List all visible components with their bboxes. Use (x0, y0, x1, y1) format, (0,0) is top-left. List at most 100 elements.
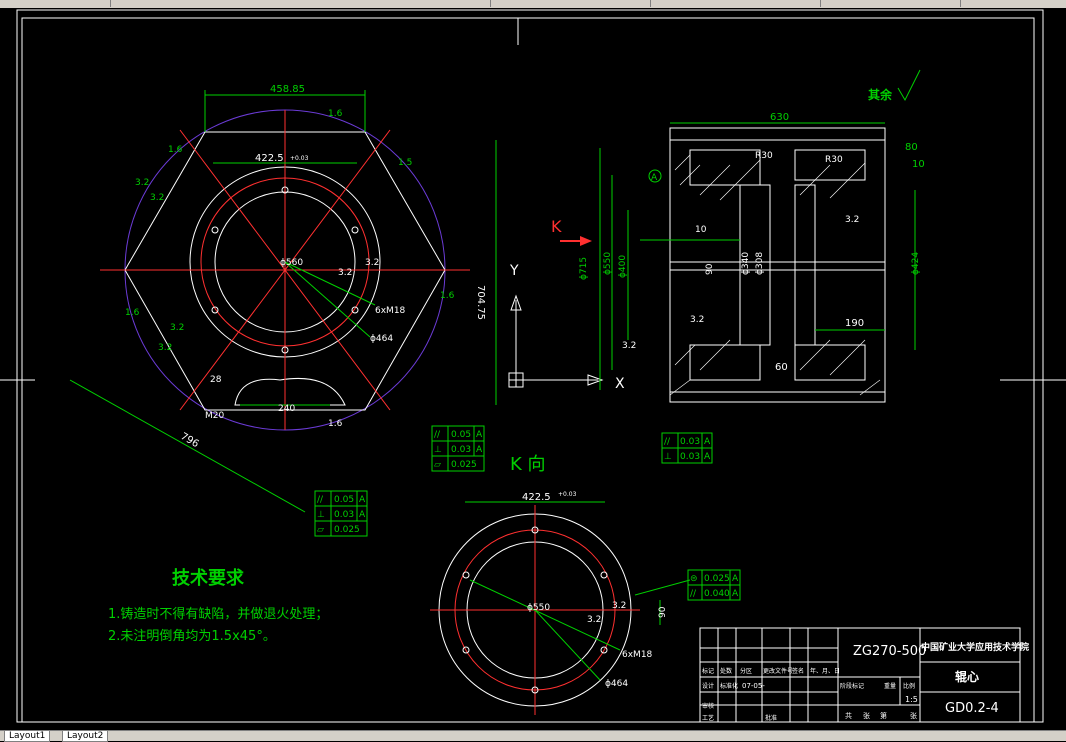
hole (281, 346, 289, 354)
dim-text: 3.2 (338, 268, 352, 278)
tol-ref: A (704, 437, 711, 447)
tol-sym: // (434, 430, 441, 440)
hole (211, 226, 219, 234)
dim-text: 1.6 (125, 308, 140, 318)
dim-text: 458.85 (270, 84, 305, 95)
tb-label: 审核 (702, 702, 714, 710)
dim-text: ϕ464 (370, 334, 393, 344)
dim-text: 3.2 (135, 178, 149, 188)
tb-label: 比例 (903, 682, 915, 690)
scale-text: 1:5 (905, 695, 918, 704)
tol-ref: A (732, 574, 739, 584)
dim-line (69, 379, 306, 513)
drawing-number: GD0.2-4 (945, 701, 999, 716)
tolerance-frame-b: // 0.05 A ⊥ 0.03 A ▱ 0.025 (314, 490, 368, 537)
k-view: K 向 422.5 +0.03 ϕ550 3.2 3.2 90 6xM18 ϕ4… (430, 454, 691, 715)
dim-text: 3.2 (170, 323, 184, 333)
dim-text: ϕ340 (741, 252, 751, 275)
dim-text: 90 (705, 263, 715, 275)
toolbar-segment[interactable] (820, 0, 961, 7)
k-label: K (551, 217, 562, 236)
tab-layout1[interactable]: Layout1 (4, 731, 51, 742)
tol-val: 0.025 (704, 574, 730, 584)
title-block: ZG270-500 中国矿业大学应用技术学院 辊心 GD0.2-4 1:5 07… (699, 627, 1029, 723)
dim-text: ϕ400 (618, 255, 628, 278)
tol-sym: // (664, 437, 671, 447)
bottom-boss (234, 377, 346, 406)
dim-text: ϕ550 (527, 603, 550, 613)
tol-ref: A (704, 452, 711, 462)
tb-label: 共 (845, 711, 852, 720)
dim-text: 3.2 (690, 315, 704, 325)
tol-val: 0.03 (680, 437, 700, 447)
dim-text: 3.2 (150, 193, 164, 203)
dim-text: 3.2 (845, 215, 859, 225)
dim-text: 3.2 (158, 343, 172, 353)
dim-text: R30 (755, 151, 773, 161)
tol-val: 0.040 (704, 589, 730, 599)
tb-label: 标准化 (720, 682, 738, 690)
tb-label: 第 (880, 711, 887, 720)
tolerance-frame-a: // 0.05 A ⊥ 0.03 A ▱ 0.025 (431, 425, 485, 472)
tol-val: 0.03 (334, 510, 354, 520)
dim-text: 3.2 (587, 615, 601, 625)
toolbar-segment[interactable] (490, 0, 651, 7)
hole (351, 226, 359, 234)
dim-text: 1.6 (328, 109, 343, 119)
dim-text: 6xM18 (622, 650, 653, 660)
dim-text: 1.6 (168, 145, 183, 155)
dim-text: ϕ308 (755, 252, 765, 275)
tb-label: 年、月、日 (810, 667, 840, 675)
tol-sym: ⊥ (664, 452, 672, 462)
dim-text: 80 (905, 142, 918, 153)
tb-label: 标记 (702, 667, 714, 675)
dim-text: +0.03 (558, 491, 577, 498)
ucs-x-label: X (615, 376, 625, 392)
dim-text: 422.5 (522, 492, 551, 503)
tol-sym: ▱ (434, 460, 441, 470)
side-view: 其余 630 80 10 R30 R30 (579, 69, 925, 403)
toolbar-segment[interactable] (650, 0, 821, 7)
tol-ref: A (359, 495, 366, 505)
tol-sym: ▱ (317, 525, 324, 535)
dim-text: 1.6 (328, 419, 343, 429)
tolerance-frame-c: // 0.03 A ⊥ 0.03 A (661, 432, 713, 464)
toolbar-segment[interactable] (110, 0, 491, 7)
technical-requirements: 技术要求 1.铸造时不得有缺陷，并做退火处理； 2.未注明倒角均为1.5x45°… (108, 567, 328, 644)
dim-text: 28 (210, 375, 222, 385)
tol-val: 0.03 (451, 445, 471, 455)
tolerance-frame-d: ⊜ 0.025 A // 0.040 A (687, 569, 741, 601)
center-line-d2 (179, 129, 391, 411)
ucs-y-label: Y (509, 263, 519, 279)
dim-text: 422.5 (255, 153, 284, 164)
hole (211, 306, 219, 314)
tol-val: 0.03 (680, 452, 700, 462)
dim-text: ϕ424 (911, 252, 921, 275)
hole (281, 186, 289, 194)
tb-label: 分区 (740, 667, 752, 675)
tech-req-title: 技术要求 (172, 567, 245, 589)
tb-label: 处数 (720, 667, 732, 675)
tol-ref: A (732, 589, 739, 599)
tb-label: 工艺 (702, 714, 714, 722)
tol-sym: ⊥ (434, 445, 442, 455)
cad-drawing[interactable]: 458.85 1.6 1.6 3.2 3.2 422.5 +0.03 ϕ560 … (0, 8, 1066, 730)
datum-a: A (651, 173, 658, 183)
k-view-title: K 向 (510, 454, 546, 475)
part-name: 辊心 (955, 669, 979, 684)
surface-note: 其余 (868, 87, 893, 102)
dim-text: 3.2 (612, 601, 626, 611)
leader (284, 261, 371, 338)
drawing-canvas[interactable]: 458.85 1.6 1.6 3.2 3.2 422.5 +0.03 ϕ560 … (0, 8, 1066, 730)
school-name: 中国矿业大学应用技术学院 (921, 641, 1029, 653)
tol-ref: A (359, 510, 366, 520)
tb-label: 阶段标记 (840, 682, 864, 690)
layout-tab-bar: Layout1 Layout2 (0, 730, 1066, 742)
tb-label: 批准 (765, 714, 777, 722)
tab-layout2[interactable]: Layout2 (62, 731, 109, 742)
leader (284, 261, 376, 306)
toolbar-segment[interactable] (0, 0, 111, 7)
dim-text: R30 (825, 155, 843, 165)
tol-val: 0.05 (334, 495, 354, 505)
tb-label: 张 (863, 711, 870, 720)
